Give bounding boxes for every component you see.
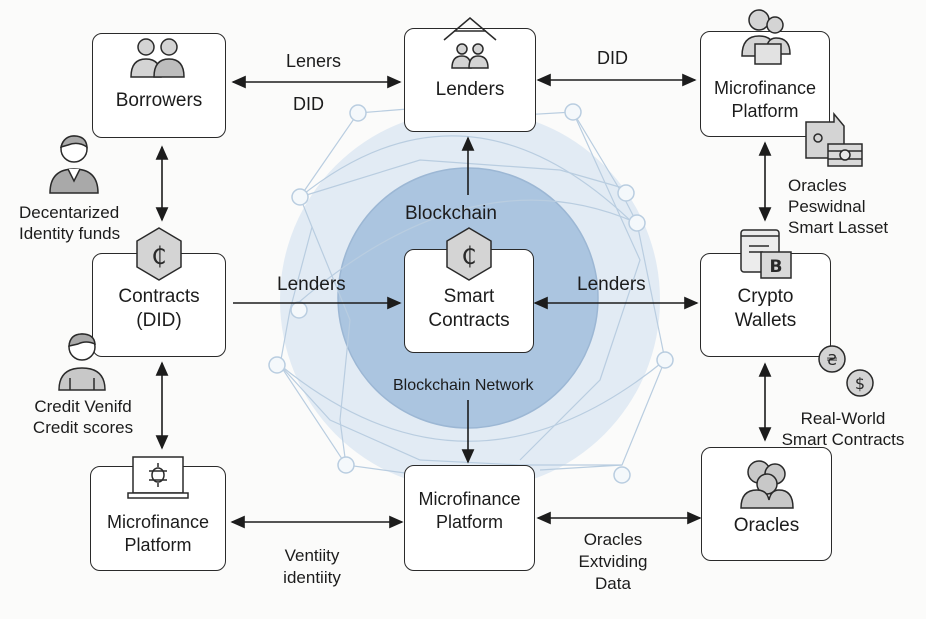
bitcoin-wallet-icon: B	[740, 229, 792, 279]
edge-label-line: Oracles	[583, 530, 643, 549]
users-icon	[130, 38, 185, 78]
network-node	[337, 456, 355, 474]
svg-text:B: B	[770, 257, 783, 277]
node-label-line-1: Microfinance	[713, 78, 817, 98]
blockchain-network-label: Blockchain Network	[393, 377, 534, 394]
coins-icon: ₴ $	[818, 345, 874, 397]
network-nodes	[268, 103, 674, 484]
group-laptop-icon	[741, 9, 791, 65]
node-label-line-1: Smart	[443, 286, 495, 307]
person-icon	[58, 333, 106, 391]
node-label-line-1: Microfinance	[418, 489, 521, 509]
node-label: Borrowers	[115, 89, 203, 111]
node-label-line-2: (DID)	[136, 310, 182, 331]
edge-label-did: DID	[597, 48, 628, 68]
cedi-hexagon-icon: ₵	[446, 227, 492, 281]
people-group-icon	[740, 460, 794, 509]
node-label-line-2: Platform	[124, 534, 192, 555]
note-line: Credit Venifd	[34, 397, 132, 416]
node-label-line-2: Platform	[435, 512, 504, 532]
note-line: Real-World	[800, 409, 886, 428]
node-label-line-2: Platform	[731, 101, 799, 121]
note-line: Identity funds	[19, 224, 121, 243]
node-label-line-1: Contracts	[118, 286, 200, 307]
note-real-world-smart-contracts: Real-World Smart Contracts	[772, 408, 914, 450]
note-oracles-smart-asset: Oracles Peswidnal Smart Lasset	[788, 175, 888, 238]
node-label-line-1: Crypto	[737, 286, 794, 307]
svg-text:₵: ₵	[461, 242, 476, 270]
node-label-line-2: Wallets	[734, 310, 797, 331]
network-node	[349, 104, 367, 122]
edge-label-oracles-data: Oracles Extviding Data	[568, 529, 658, 595]
network-node	[564, 103, 582, 121]
note-line: Decentarized	[19, 203, 120, 222]
network-node	[628, 214, 646, 232]
node-label: Oracles	[733, 515, 800, 536]
network-node	[617, 184, 635, 202]
node-smart-contracts[interactable]: Smart Contracts	[404, 249, 534, 353]
network-node	[656, 351, 674, 369]
users-roof-icon	[443, 17, 497, 69]
blockchain-label: Blockchain	[405, 203, 497, 224]
note-line: Smart Lasset	[788, 218, 889, 237]
network-node	[291, 188, 309, 206]
cedi-hexagon-icon: ₵	[136, 227, 182, 281]
node-label-line-1: Microfinance	[106, 511, 210, 532]
edge-label-line: Ventiity	[284, 546, 340, 565]
note-line: Peswidnal	[788, 197, 866, 216]
node-lenders[interactable]: Lenders	[404, 28, 536, 132]
edge-label-did: DID	[293, 94, 324, 114]
note-line: Credit scores	[32, 418, 134, 437]
node-label-line-2: Contracts	[428, 310, 510, 331]
note-credit-scores: Credit Venifd Credit scores	[18, 396, 148, 438]
edge-label-leners: Leners	[286, 51, 342, 71]
edge-label-identity: Ventiity identiity	[272, 545, 352, 589]
svg-text:₴: ₴	[826, 351, 838, 369]
businessman-icon	[49, 135, 99, 194]
note-line: Oracles	[788, 176, 847, 195]
node-microfinance-platform-bottom-center[interactable]: Microfinance Platform	[404, 465, 535, 571]
node-borrowers[interactable]: Borrowers	[92, 33, 226, 138]
note-decentralized-identity: Decentarized Identity funds	[19, 202, 120, 244]
edge-label-line: Extviding	[578, 552, 648, 571]
node-label: Lenders	[435, 79, 505, 100]
svg-text:₵: ₵	[151, 242, 166, 270]
network-node	[613, 466, 631, 484]
laptop-bug-icon	[127, 456, 189, 499]
svg-text:$: $	[855, 374, 865, 393]
edge-label-line: Data	[595, 574, 631, 593]
network-node	[290, 301, 308, 319]
network-node	[268, 356, 286, 374]
document-gear-icon	[805, 112, 863, 167]
note-line: Smart Contracts	[781, 430, 905, 449]
edge-label-lenders: Lenders	[277, 274, 346, 295]
edge-label-line: identiity	[283, 568, 341, 587]
edge-label-lenders: Lenders	[577, 274, 646, 295]
